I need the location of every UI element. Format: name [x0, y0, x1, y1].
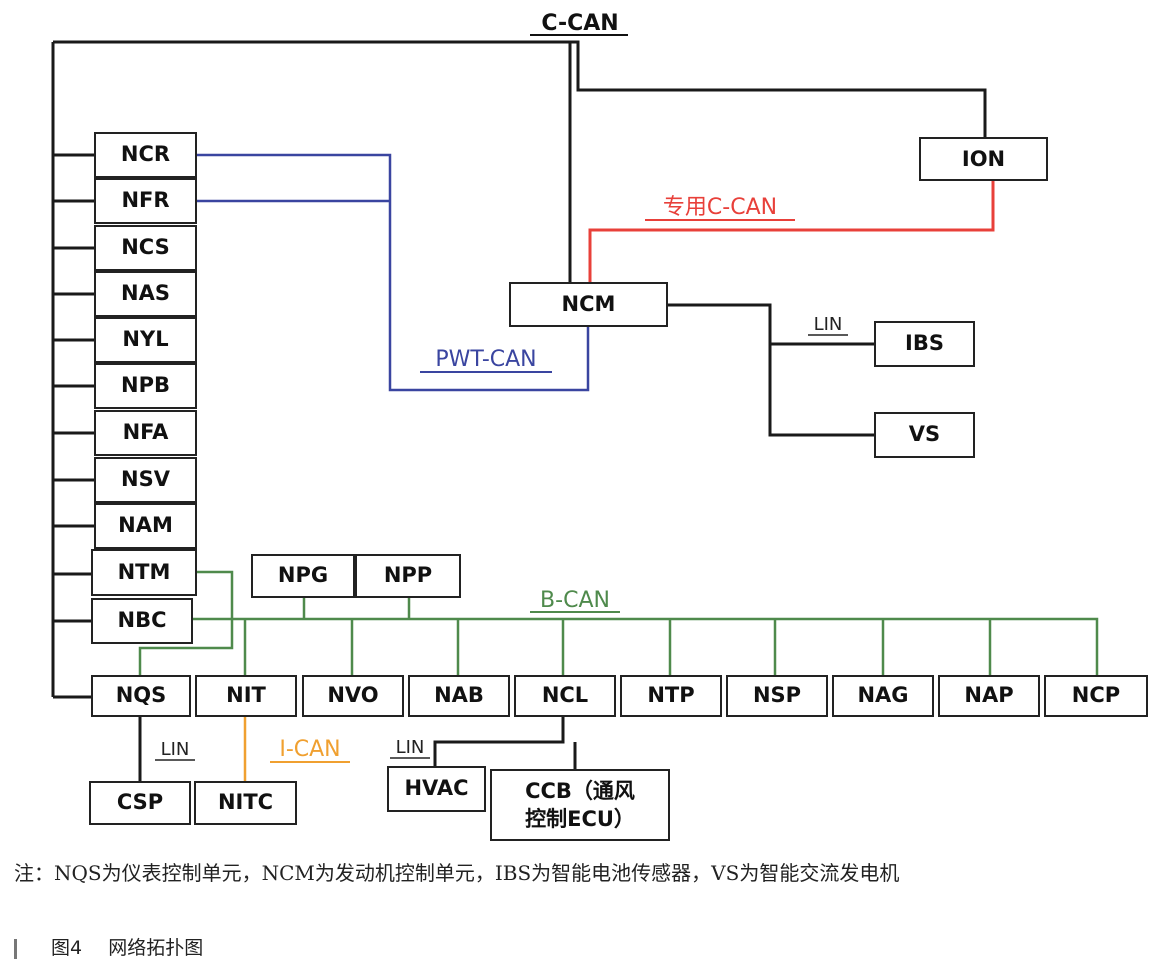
svg-text:NFA: NFA — [123, 420, 170, 444]
node-nitc: NITC — [194, 781, 297, 825]
node-nsp: NSP — [726, 675, 828, 717]
node-ntm: NTM — [91, 549, 197, 596]
node-nqs: NQS — [91, 675, 191, 717]
caption-bar — [14, 938, 17, 959]
dedicated-c-can-label: 专用C-CAN — [663, 195, 777, 220]
node-ion: ION — [919, 137, 1048, 181]
svg-text:NIT: NIT — [226, 683, 266, 707]
svg-text:NPB: NPB — [121, 373, 170, 397]
figure-number: 图4 — [51, 937, 83, 959]
pwt-can-label: PWT-CAN — [435, 347, 536, 372]
svg-text:NAG: NAG — [857, 683, 908, 707]
svg-text:NYL: NYL — [122, 327, 168, 351]
svg-text:NCR: NCR — [121, 142, 170, 166]
figure-caption: 图4 网络拓扑图 — [14, 933, 203, 960]
svg-text:NPP: NPP — [384, 563, 432, 587]
lin-ncm-lines — [667, 303, 875, 437]
svg-text:NCM: NCM — [562, 292, 616, 316]
lin-nqs-label: LIN — [161, 739, 190, 760]
node-ccb: CCB（通风 控制ECU） — [490, 769, 670, 841]
node-ncs: NCS — [94, 225, 197, 271]
node-nas: NAS — [94, 271, 197, 317]
node-ncr: NCR — [94, 132, 197, 178]
network-topology-diagram: C-CAN 专用C-CAN PWT-CAN B-CAN I-CAN LIN LI… — [51, 11, 1148, 841]
pwt-can-lines — [196, 153, 590, 392]
svg-text:NITC: NITC — [218, 790, 273, 814]
svg-text:NAS: NAS — [121, 281, 170, 305]
svg-text:NSV: NSV — [121, 467, 171, 491]
figure-title: 网络拓扑图 — [108, 937, 204, 959]
node-nsv: NSV — [94, 457, 197, 503]
svg-text:NCL: NCL — [542, 683, 588, 707]
svg-text:NCS: NCS — [121, 235, 170, 259]
svg-text:NTP: NTP — [647, 683, 694, 707]
node-ncm: NCM — [509, 282, 668, 327]
lin-ncl-lines — [433, 716, 577, 770]
ccb-label-line1: CCB（通风 — [525, 779, 635, 803]
svg-text:NSP: NSP — [753, 683, 801, 707]
c-can-bus-lines — [51, 40, 987, 699]
node-nab: NAB — [408, 675, 510, 717]
dedicated-c-can-line — [588, 180, 995, 283]
lin-ncl-label: LIN — [396, 737, 425, 758]
node-ncl: NCL — [514, 675, 616, 717]
i-can-label: I-CAN — [279, 737, 340, 762]
svg-text:VS: VS — [909, 422, 940, 446]
node-ibs: IBS — [874, 321, 975, 367]
node-npg: NPG — [251, 554, 355, 598]
svg-text:NAM: NAM — [118, 513, 173, 537]
node-nfa: NFA — [94, 410, 197, 456]
svg-text:NTM: NTM — [118, 560, 171, 584]
ccb-label-line2: 控制ECU） — [525, 807, 635, 831]
b-can-label: B-CAN — [540, 588, 610, 613]
node-nfr: NFR — [94, 178, 197, 224]
svg-text:CSP: CSP — [117, 790, 163, 814]
svg-text:NVO: NVO — [327, 683, 378, 707]
c-can-label: C-CAN — [541, 11, 618, 36]
node-ntp: NTP — [620, 675, 722, 717]
svg-text:NAB: NAB — [434, 683, 484, 707]
node-nvo: NVO — [302, 675, 404, 717]
node-npp: NPP — [355, 554, 461, 598]
svg-text:NBC: NBC — [118, 608, 167, 632]
node-vs: VS — [874, 412, 975, 458]
svg-text:IBS: IBS — [905, 331, 944, 355]
node-hvac: HVAC — [387, 766, 486, 812]
lin-ncm-label: LIN — [814, 314, 843, 335]
svg-text:HVAC: HVAC — [404, 776, 468, 800]
svg-text:NFR: NFR — [121, 188, 169, 212]
node-nbc: NBC — [91, 598, 193, 644]
svg-text:ION: ION — [962, 147, 1005, 171]
svg-text:NPG: NPG — [278, 563, 328, 587]
svg-text:NAP: NAP — [964, 683, 1013, 707]
figure-note: 注：NQS为仪表控制单元，NCM为发动机控制单元，IBS为智能电池传感器，VS为… — [14, 861, 900, 885]
node-nyl: NYL — [94, 317, 197, 363]
node-nit: NIT — [195, 675, 297, 717]
svg-text:NCP: NCP — [1072, 683, 1120, 707]
b-can-lines — [138, 570, 1099, 680]
node-ncp: NCP — [1044, 675, 1148, 717]
node-csp: CSP — [89, 781, 191, 825]
node-npb: NPB — [94, 363, 197, 409]
node-nam: NAM — [94, 503, 197, 549]
node-nag: NAG — [832, 675, 934, 717]
svg-text:NQS: NQS — [116, 683, 167, 707]
node-nap: NAP — [938, 675, 1040, 717]
